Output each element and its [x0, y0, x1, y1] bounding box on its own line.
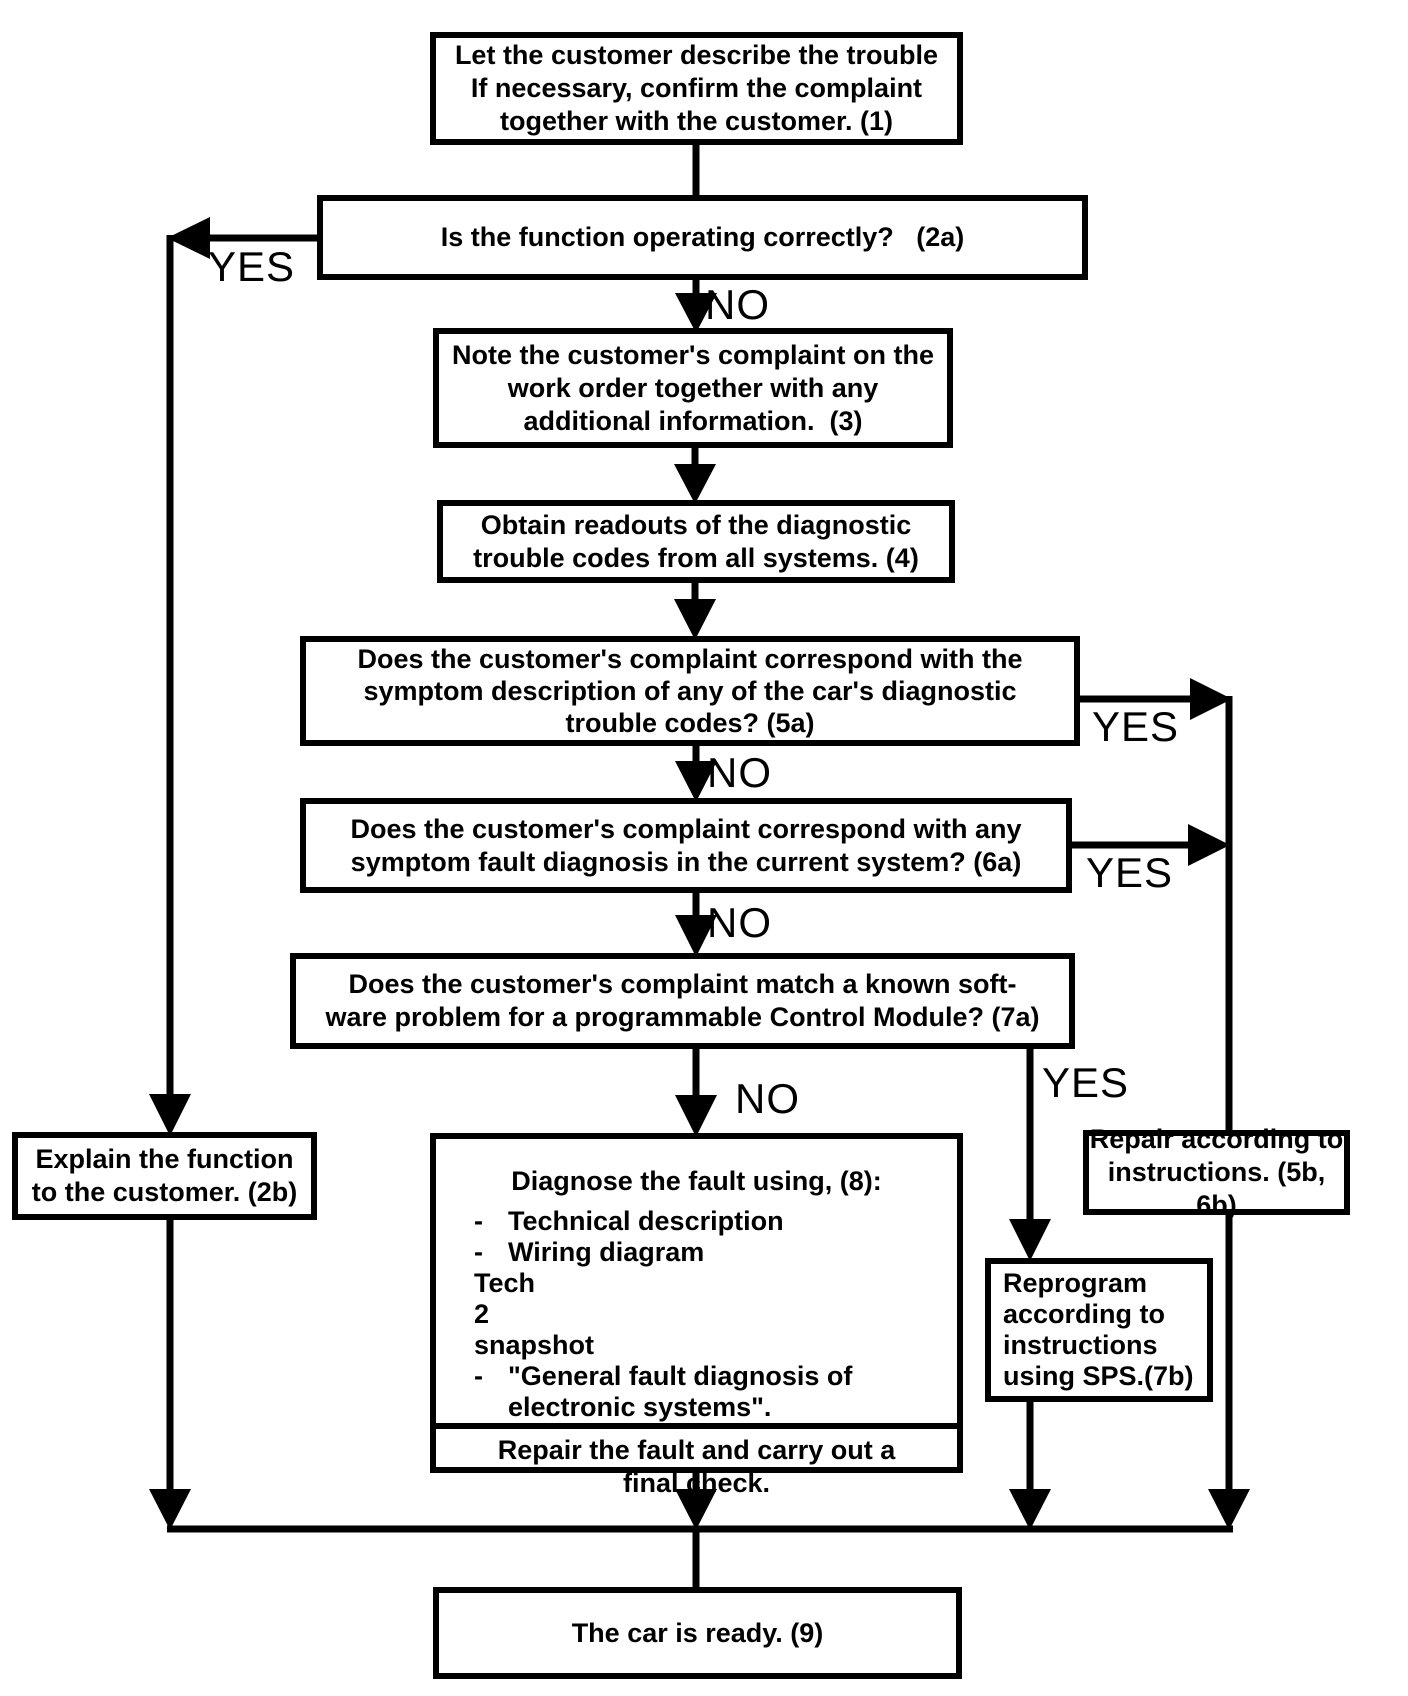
bullet-dash: Tech 2 snapshot: [474, 1268, 595, 1360]
text-line: final check.: [622, 1468, 771, 1498]
arrowhead-down-7a: [675, 915, 717, 957]
label-yes-7a: YES: [1042, 1059, 1130, 1106]
text-line: The car is ready. (9): [571, 1617, 824, 1648]
list-item: - Wiring diagram: [474, 1237, 957, 1268]
label-yes-5a: YES: [1092, 703, 1180, 750]
node-7a-software-problem-question: Does the customer's complaint match a kn…: [290, 953, 1075, 1049]
text-line: trouble codes? (5a): [565, 708, 815, 738]
text-line: trouble codes from all systems. (4): [473, 542, 919, 573]
list-item: - Technical description: [474, 1206, 957, 1237]
node-1-describe-trouble: Let the customer describe the trouble If…: [430, 32, 963, 145]
bullet-dash: -: [474, 1237, 483, 1267]
arrowhead-right-5a-yes: [1190, 678, 1232, 720]
text-line: If necessary, confirm the complaint: [470, 73, 923, 103]
label-no-7a: NO: [735, 1075, 800, 1122]
text-line: ware problem for a programmable Control …: [325, 1002, 1040, 1032]
bullet-dash: -: [474, 1206, 483, 1236]
text-line: Obtain readouts of the diagnostic: [480, 509, 912, 540]
text-line: Does the customer's complaint match a kn…: [348, 969, 1017, 999]
text-line: Let the customer describe the trouble: [454, 40, 939, 70]
text-line: Note the customer's complaint on the: [452, 339, 934, 370]
node-5a-complaint-dtc-question: Does the customer's complaint correspond…: [300, 636, 1080, 746]
list-item: Tech 2 snapshot: [474, 1268, 957, 1361]
arrowhead-down-6a: [675, 761, 717, 802]
text-line: additional information. (3): [523, 405, 863, 436]
text-line: symptom description of any of the car's …: [363, 676, 1017, 706]
node-7b-reprogram-sps: Reprogram according to instructions usin…: [985, 1258, 1213, 1402]
text-line: Does the customer's complaint correspond…: [357, 644, 1023, 674]
label-no-5a: NO: [707, 749, 772, 796]
text-line: work order together with any: [507, 372, 879, 403]
repair-final-check-section: Repair the fault and carry out a final c…: [436, 1423, 957, 1507]
text-line: Repair according to: [1089, 1124, 1344, 1154]
label-yes-6a: YES: [1086, 849, 1174, 896]
label-no-6a: NO: [707, 899, 772, 946]
arrowhead-down-merge-7b: [1009, 1489, 1051, 1530]
arrowhead-down-7b: [1009, 1219, 1051, 1261]
arrowhead-down-2b: [149, 1094, 191, 1136]
node-6a-symptom-fault-question: Does the customer's complaint correspond…: [300, 798, 1072, 893]
text-line: Is the function operating correctly? (2a…: [440, 222, 965, 252]
node-4-obtain-readouts: Obtain readouts of the diagnostic troubl…: [437, 500, 955, 583]
node-5b6b-repair-instructions: Repair according to instructions. (5b, 6…: [1083, 1124, 1350, 1220]
arrowhead-down-merge-right: [1208, 1489, 1250, 1530]
list-item: - "General fault diagnosis of electronic…: [474, 1361, 957, 1423]
text-line: symptom fault diagnosis in the current s…: [350, 846, 1022, 877]
arrowhead-left-2a-yes: [167, 217, 210, 259]
arrowhead-down-merge-left: [149, 1489, 191, 1530]
arrowhead-down-8: [675, 1095, 717, 1137]
text-line: to the customer. (2b): [31, 1177, 298, 1207]
text-line: instructions. (5b, 6b): [1107, 1157, 1326, 1220]
text-line: Explain the function: [35, 1144, 294, 1174]
text-line: Does the customer's complaint correspond…: [350, 813, 1022, 844]
text-line: instructions: [1003, 1330, 1158, 1360]
diagnose-title: Diagnose the fault using, (8):: [511, 1166, 882, 1196]
bullet-text: "General fault diagnosis of electronic s…: [508, 1361, 853, 1422]
bullet-text: Technical description: [508, 1206, 784, 1236]
diagnose-section: Diagnose the fault using, (8): - Technic…: [436, 1139, 957, 1423]
node-9-car-ready: The car is ready. (9): [433, 1587, 962, 1679]
node-8-diagnose-fault: Diagnose the fault using, (8): - Technic…: [430, 1133, 963, 1498]
node-3-note-complaint: Note the customer's complaint on the wor…: [433, 328, 953, 448]
label-yes-2a: YES: [208, 243, 296, 290]
arrowhead-down-merge-center: [675, 1489, 717, 1530]
arrowhead-down-4: [674, 464, 716, 504]
text-line: together with the customer. (1): [499, 106, 894, 136]
connector-group: [149, 145, 1250, 1590]
bullet-text: Wiring diagram: [508, 1237, 705, 1267]
arrowhead-right-6a-yes: [1188, 824, 1230, 866]
diagnose-bullet-list: - Technical description - Wiring diagram…: [474, 1206, 957, 1423]
bullet-dash: -: [474, 1361, 483, 1391]
arrowhead-down-5a: [674, 599, 716, 640]
text-line: Reprogram: [1003, 1268, 1148, 1298]
node-2a-function-operating-question: Is the function operating correctly? (2a…: [317, 195, 1088, 280]
text-line: Repair the fault and carry out a: [497, 1435, 896, 1465]
node-2b-explain-function: Explain the function to the customer. (2…: [12, 1132, 317, 1220]
text-line: using SPS.(7b): [1003, 1361, 1194, 1391]
text-line: according to: [1003, 1299, 1166, 1329]
label-no-2a: NO: [705, 281, 770, 328]
arrowhead-down-3: [675, 293, 717, 333]
